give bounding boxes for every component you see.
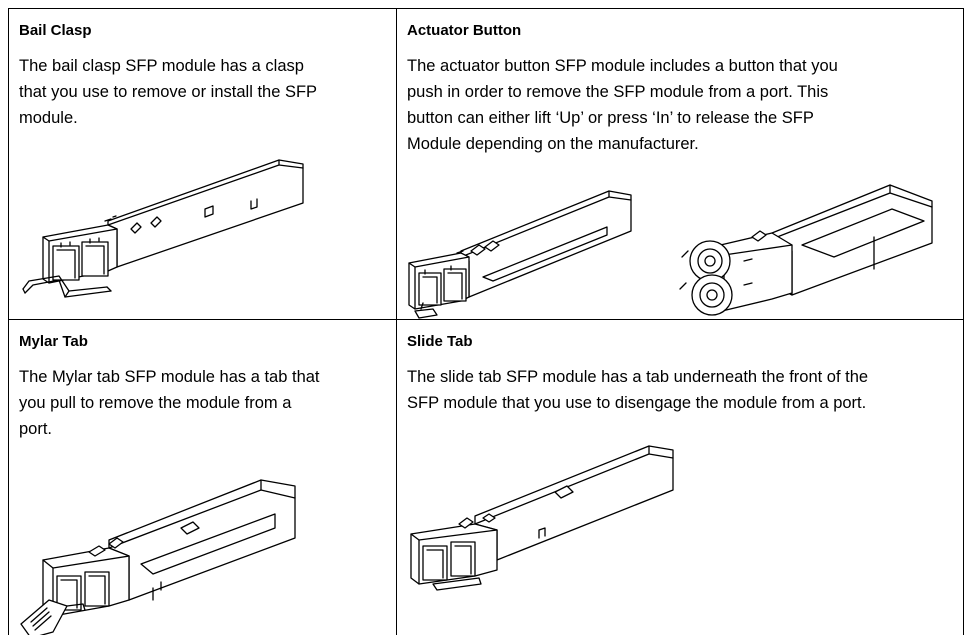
sfp-types-table: Bail Clasp The bail clasp SFP module has… xyxy=(8,8,964,635)
cell-description: The slide tab SFP module has a tab under… xyxy=(407,364,868,416)
actuator-button-sfp-illustration-left xyxy=(408,190,632,319)
desc-line: The slide tab SFP module has a tab under… xyxy=(407,368,869,386)
mylar-tab-sfp-illustration xyxy=(20,479,296,635)
desc-line: module. xyxy=(19,109,78,127)
desc-line: button can either lift ‘Up’ or press ‘In… xyxy=(407,109,814,127)
desc-line: push in order to remove the SFP module f… xyxy=(407,83,829,101)
bail-clasp-sfp-illustration xyxy=(22,159,304,298)
cell-title: Bail Clasp xyxy=(19,22,92,39)
slide-tab-sfp-illustration xyxy=(410,445,674,591)
cell-bail-clasp: Bail Clasp The bail clasp SFP module has… xyxy=(8,8,396,319)
desc-line: Module depending on the manufacturer. xyxy=(407,135,699,153)
cell-actuator-button: Actuator Button The actuator button SFP … xyxy=(396,8,964,319)
cell-mylar-tab: Mylar Tab The Mylar tab SFP module has a… xyxy=(8,319,396,635)
desc-line: The actuator button SFP module includes … xyxy=(407,57,838,75)
cell-description: The actuator button SFP module includes … xyxy=(407,53,838,157)
desc-line: The bail clasp SFP module has a clasp xyxy=(19,57,304,75)
desc-line: that you use to remove or install the SF… xyxy=(19,83,318,101)
desc-line: SFP module that you use to disengage the… xyxy=(407,394,867,412)
actuator-button-sfp-illustration-right xyxy=(679,184,933,316)
cell-title: Mylar Tab xyxy=(19,333,88,350)
cell-description: The bail clasp SFP module has a clasp th… xyxy=(19,53,317,131)
cell-slide-tab: Slide Tab The slide tab SFP module has a… xyxy=(396,319,964,635)
desc-line: port. xyxy=(19,420,53,438)
cell-title: Slide Tab xyxy=(407,333,473,350)
cell-title: Actuator Button xyxy=(407,22,522,39)
desc-line: you pull to remove the module from a xyxy=(19,394,292,412)
desc-line: The Mylar tab SFP module has a tab that xyxy=(19,368,320,386)
cell-description: The Mylar tab SFP module has a tab that … xyxy=(19,364,320,442)
